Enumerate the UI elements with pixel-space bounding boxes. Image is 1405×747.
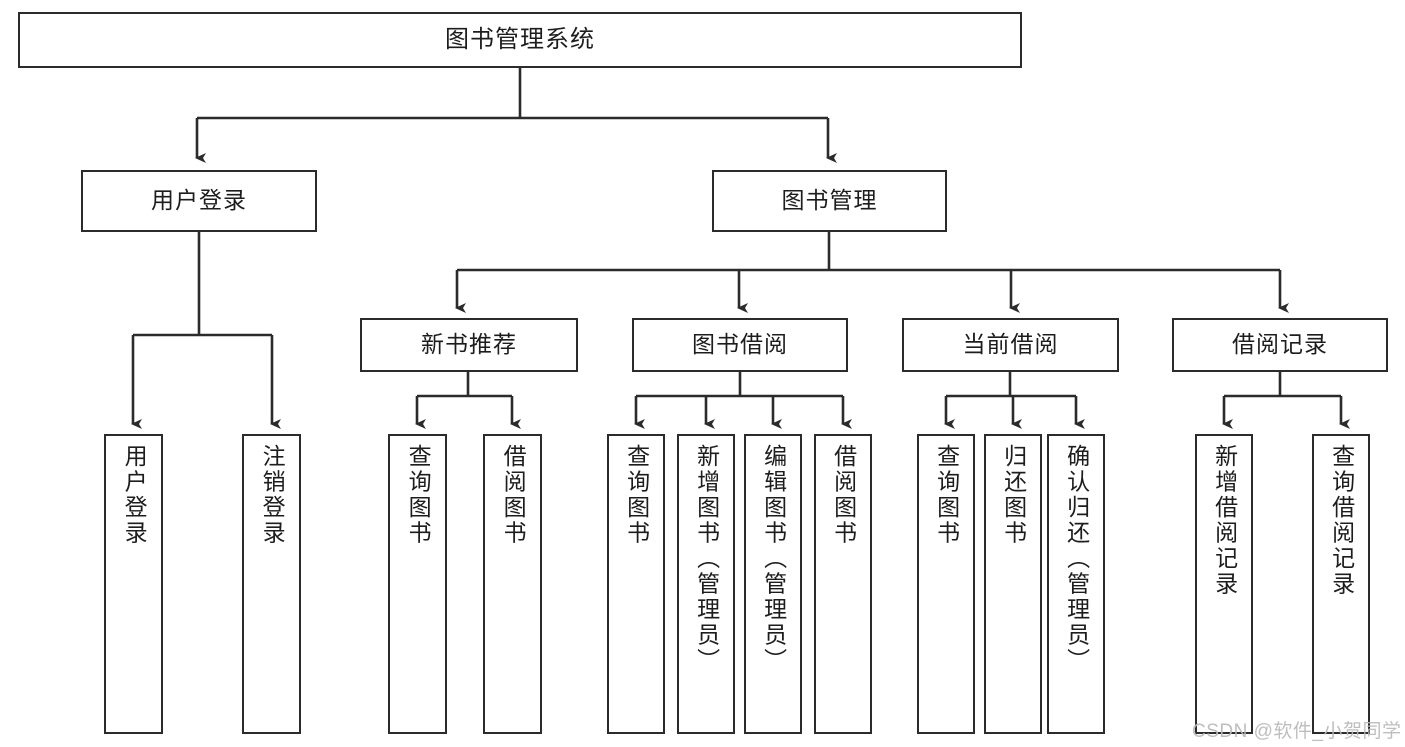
leaf-edit-book-admin[interactable]: 编辑图书（管理员） bbox=[744, 434, 802, 734]
leaf-user-login-label: 用户登录 bbox=[121, 444, 148, 546]
leaf-add-borrow-record[interactable]: 新增借阅记录 bbox=[1195, 434, 1253, 734]
node-root[interactable]: 图书管理系统 bbox=[18, 12, 1022, 68]
leaf-add-book-admin[interactable]: 新增图书（管理员） bbox=[677, 434, 735, 734]
leaf-query-borrow-record-label: 查询借阅记录 bbox=[1328, 444, 1355, 597]
watermark-text: CSDN @软件_小贺同学 bbox=[1192, 721, 1402, 742]
leaf-logout-label: 注销登录 bbox=[259, 444, 286, 546]
node-borrow-record[interactable]: 借阅记录 bbox=[1172, 318, 1388, 372]
leaf-return-book[interactable]: 归还图书 bbox=[984, 434, 1042, 734]
leaf-query-book-recommend[interactable]: 查询图书 bbox=[388, 434, 447, 734]
leaf-edit-book-admin-label: 编辑图书（管理员） bbox=[760, 444, 787, 674]
leaf-add-borrow-record-label: 新增借阅记录 bbox=[1211, 444, 1238, 597]
node-user-login[interactable]: 用户登录 bbox=[81, 170, 317, 232]
leaf-confirm-return-admin-label: 确认归还（管理员） bbox=[1063, 444, 1090, 674]
leaf-borrow-book-label: 借阅图书 bbox=[830, 444, 857, 546]
node-root-label: 图书管理系统 bbox=[445, 25, 595, 53]
leaf-query-borrow-record[interactable]: 查询借阅记录 bbox=[1312, 434, 1370, 734]
leaf-confirm-return-admin[interactable]: 确认归还（管理员） bbox=[1047, 434, 1105, 734]
node-book-borrow-label: 图书借阅 bbox=[692, 331, 788, 358]
leaf-borrow-book[interactable]: 借阅图书 bbox=[814, 434, 872, 734]
leaf-return-book-label: 归还图书 bbox=[1000, 444, 1027, 546]
node-borrow-record-label: 借阅记录 bbox=[1232, 331, 1328, 358]
leaf-user-login[interactable]: 用户登录 bbox=[104, 434, 163, 734]
node-book-borrow[interactable]: 图书借阅 bbox=[632, 318, 848, 372]
node-current-borrow-label: 当前借阅 bbox=[962, 331, 1059, 358]
leaf-borrow-book-recommend-label: 借阅图书 bbox=[500, 444, 527, 546]
leaf-query-book-recommend-label: 查询图书 bbox=[405, 444, 432, 546]
leaf-add-book-admin-label: 新增图书（管理员） bbox=[693, 444, 720, 674]
node-new-book-recommendation[interactable]: 新书推荐 bbox=[360, 318, 578, 372]
node-new-book-recommendation-label: 新书推荐 bbox=[421, 331, 517, 358]
node-book-management[interactable]: 图书管理 bbox=[712, 170, 947, 232]
node-current-borrow[interactable]: 当前借阅 bbox=[902, 318, 1119, 372]
leaf-logout[interactable]: 注销登录 bbox=[242, 434, 301, 734]
leaf-query-book-borrow[interactable]: 查询图书 bbox=[607, 434, 665, 734]
leaf-query-book-borrow-label: 查询图书 bbox=[623, 444, 650, 546]
leaf-query-book-current[interactable]: 查询图书 bbox=[917, 434, 975, 734]
node-book-management-label: 图书管理 bbox=[781, 187, 878, 214]
leaf-query-book-current-label: 查询图书 bbox=[933, 444, 960, 546]
node-user-login-label: 用户登录 bbox=[151, 187, 247, 214]
leaf-borrow-book-recommend[interactable]: 借阅图书 bbox=[483, 434, 542, 734]
